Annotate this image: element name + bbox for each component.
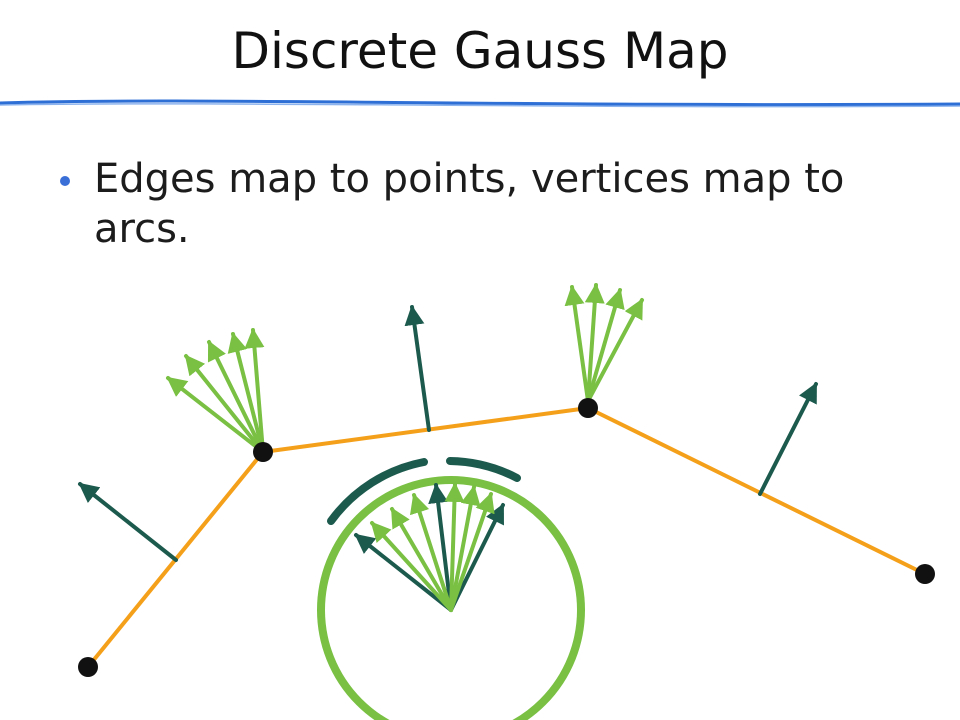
fan-arrow [227,332,265,454]
gauss-circle [317,476,585,720]
edge-normal-2 [404,305,431,432]
vertex-normal-fan-1 [166,328,265,454]
gauss-edge-normal [428,483,453,612]
gauss-vertex-normal [449,485,481,612]
gauss-vertex-normal [370,521,453,612]
gauss-vertex-normal [449,492,495,612]
bullet-item-text: Edges map to points, vertices map to arc… [94,156,845,252]
fan-arrow [207,340,265,454]
fan-arrow [244,328,265,454]
vertex-dot [78,657,98,677]
gauss-vertex-normal [409,493,453,612]
gauss-arc-2 [446,457,521,482]
gauss-arcs [327,457,521,525]
edge-3 [586,406,927,576]
fan-arrow [184,354,265,454]
fan-arrow [586,288,625,403]
fan-arrow [584,283,605,403]
gauss-vertex-normal [444,482,465,612]
edge-normals [78,305,818,562]
fan-arrow [586,298,644,403]
vertex-dot [915,564,935,584]
gauss-arc-1 [327,458,428,525]
vertex-dot [253,442,273,462]
vertices [78,398,935,677]
gauss-edge-normal [449,503,505,612]
fan-arrow [166,376,265,454]
slide-title: Discrete Gauss Map [231,22,729,80]
gauss-edge-normal [354,533,453,612]
gauss-vertex-normal [390,507,453,612]
bullet-dot-icon [60,176,70,186]
edge-2 [261,406,590,454]
vertex-dot [578,398,598,418]
vertex-normal-fan-2 [564,283,644,403]
polyline-edges [86,406,927,669]
edge-normal-1 [78,482,178,562]
fan-arrow [564,285,590,403]
gauss-normals-light [370,482,495,612]
title-underline [0,99,960,108]
gauss-normals-dark [354,483,505,612]
edge-normal-3 [758,382,818,496]
